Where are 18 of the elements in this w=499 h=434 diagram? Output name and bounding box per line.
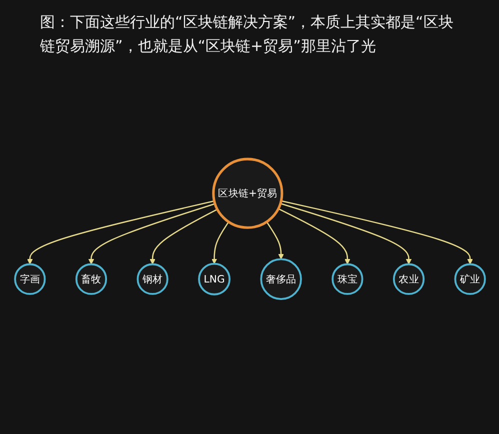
arrow: [266, 221, 284, 260]
node-circle: 珠宝: [331, 263, 363, 295]
caption-text: 图：下面这些行业的“区块链解决方案”，本质上其实都是“区块链贸易溯源”，也就是从“区块链+贸易”那里沾了光: [39, 12, 454, 57]
node-circle: 农业: [392, 263, 424, 295]
arrow: [278, 208, 350, 264]
node-circle: LNG: [198, 262, 230, 296]
arrow: [26, 200, 214, 264]
node-circle: 钢材: [136, 263, 168, 295]
arrow: [280, 202, 412, 264]
node-circle: 区块链+贸易: [212, 158, 283, 229]
node-circle: 畜牧: [74, 263, 107, 295]
node-circle: 奢侈品: [260, 258, 302, 300]
arrow: [280, 200, 472, 264]
arrow: [149, 208, 218, 264]
node-circle: 矿业: [454, 263, 486, 295]
node-circle: 字画: [14, 263, 46, 295]
arrow: [88, 203, 215, 264]
arrow: [211, 221, 229, 264]
